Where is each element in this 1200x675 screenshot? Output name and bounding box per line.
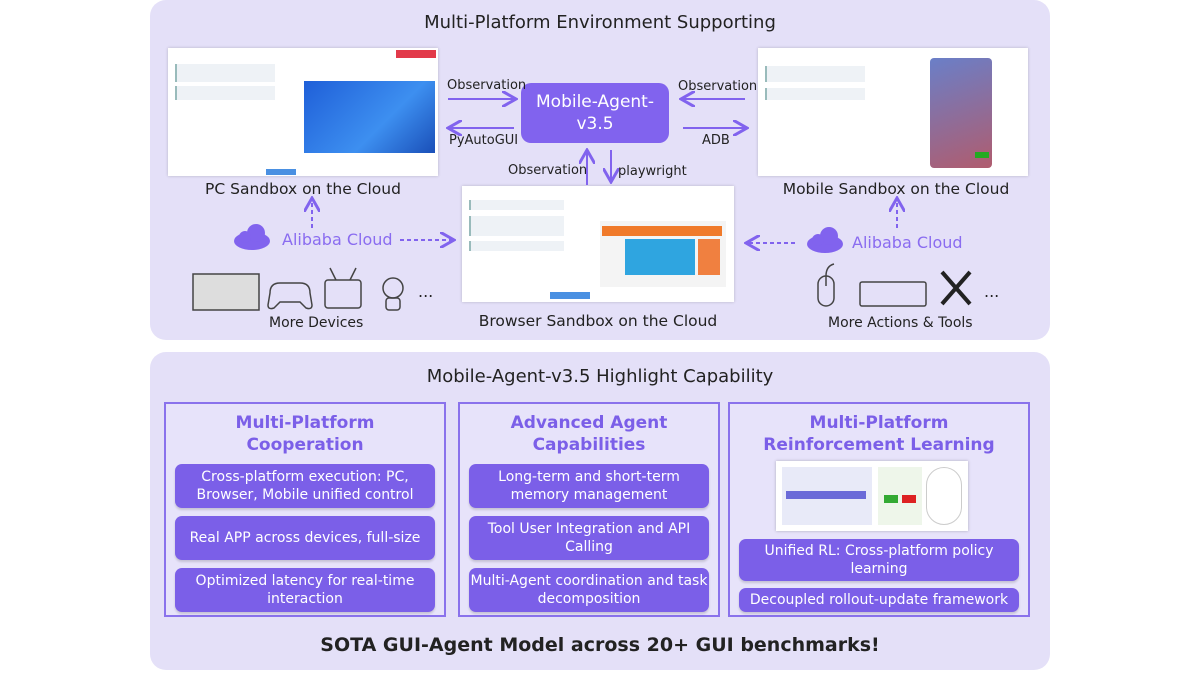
agent-label-line1: Mobile-Agent- — [536, 92, 654, 112]
capability-item: Decoupled rollout-update framework — [739, 588, 1019, 612]
capability-item: Cross-platform execution: PC, Browser, M… — [175, 464, 435, 508]
mobile-observation-label: Observation — [678, 79, 758, 94]
column-title: Advanced Agent — [510, 413, 668, 433]
column-title: Capabilities — [532, 435, 646, 455]
browser-observation-label: Observation — [508, 163, 588, 178]
capability-item: Long-term and short-term memory manageme… — [469, 464, 709, 508]
keyboard-icon — [859, 281, 927, 307]
capability-item: Multi-Agent coordination and task decomp… — [469, 568, 709, 612]
robot-icon — [382, 277, 404, 299]
devices-ellipsis: ... — [418, 282, 434, 301]
browser-sandbox-screenshot — [462, 186, 734, 302]
cloud-icon — [234, 224, 270, 250]
tools-ellipsis: ... — [984, 282, 1000, 301]
alibaba-cloud-right: Alibaba Cloud — [852, 233, 963, 252]
pc-sandbox-screenshot — [168, 48, 438, 176]
browser-sandbox-caption: Browser Sandbox on the Cloud — [478, 312, 718, 330]
alibaba-cloud-left: Alibaba Cloud — [282, 230, 393, 249]
more-devices-caption: More Devices — [269, 315, 364, 331]
capability-item: Optimized latency for real-time interact… — [175, 568, 435, 612]
cloud-icon — [807, 227, 843, 253]
more-tools-caption: More Actions & Tools — [828, 315, 973, 331]
pc-observation-label: Observation — [447, 78, 527, 93]
rl-framework-figure — [776, 461, 968, 531]
adb-label: ADB — [702, 133, 730, 148]
mobile-agent-node: Mobile-Agent- v3.5 — [521, 83, 669, 143]
pyautogui-label: PyAutoGUI — [449, 133, 519, 148]
capability-item: Real APP across devices, full-size — [175, 516, 435, 560]
mobile-sandbox-screenshot — [758, 48, 1028, 176]
gamepad-icon — [267, 282, 313, 310]
tools-icon — [940, 270, 972, 306]
capability-title: Mobile-Agent-v3.5 Highlight Capability — [426, 366, 774, 387]
agent-label-line2: v3.5 — [576, 114, 614, 134]
column-title: Multi-Platform — [235, 413, 375, 433]
environment-title: Multi-Platform Environment Supporting — [424, 12, 776, 33]
column-title: Multi-Platform — [809, 413, 949, 433]
capability-item: Tool User Integration and API Calling — [469, 516, 709, 560]
capability-item: Unified RL: Cross-platform policy learni… — [739, 539, 1019, 581]
mobile-sandbox-caption: Mobile Sandbox on the Cloud — [782, 180, 1010, 198]
column-title: Cooperation — [246, 435, 364, 455]
tv-icon — [324, 279, 362, 309]
column-title: Reinforcement Learning — [763, 435, 995, 455]
footer-headline: SOTA GUI-Agent Model across 20+ GUI benc… — [320, 634, 880, 656]
car-dashboard-icon — [192, 273, 260, 311]
pc-sandbox-caption: PC Sandbox on the Cloud — [205, 180, 401, 198]
playwright-label: playwright — [618, 164, 687, 179]
